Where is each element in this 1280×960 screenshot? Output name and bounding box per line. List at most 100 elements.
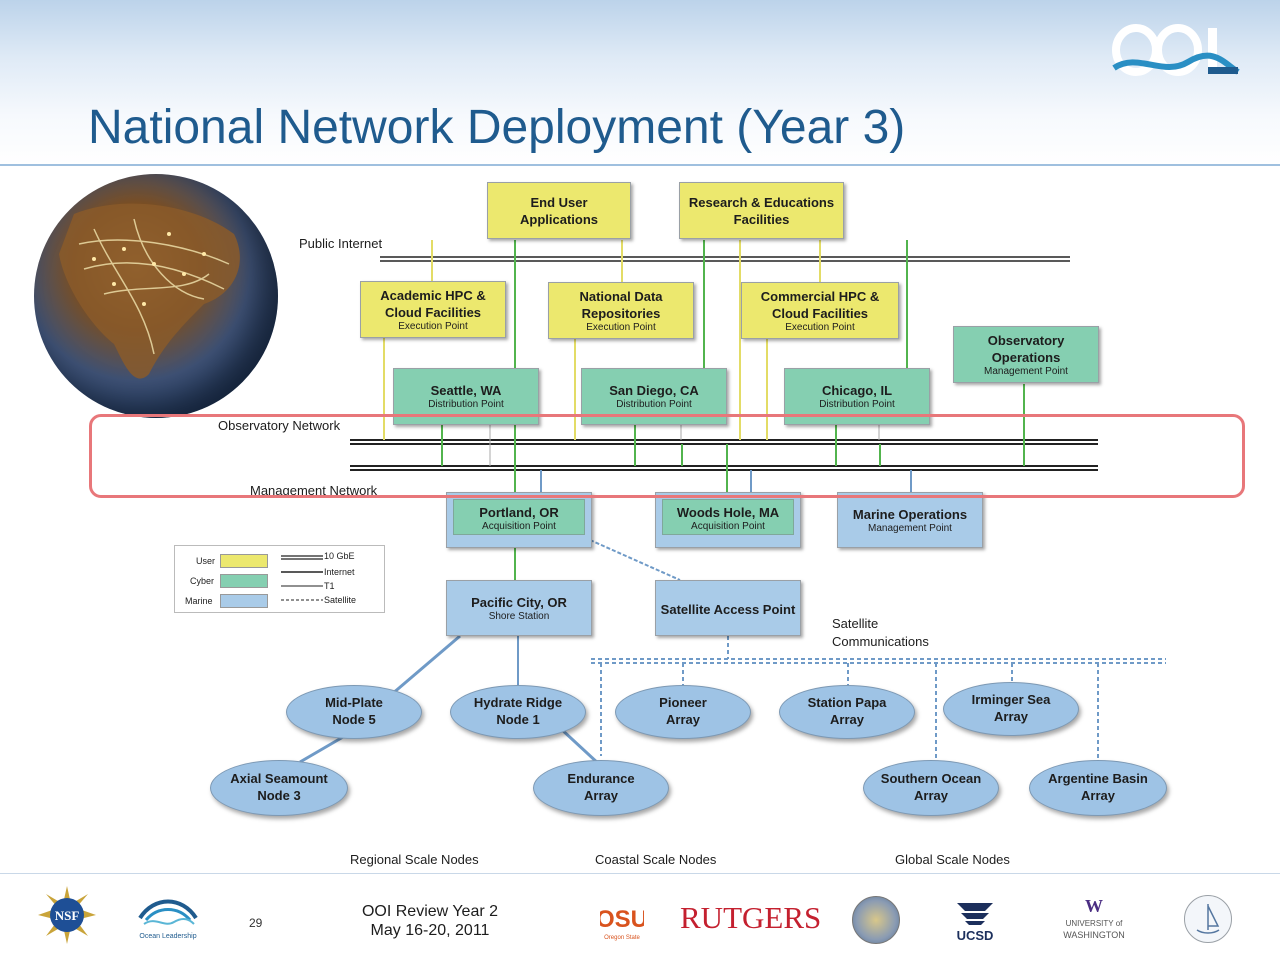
- axial-line2: Node 3: [257, 788, 301, 803]
- end-user-line2: Applications: [519, 212, 598, 227]
- academic-line1: Academic HPC &: [380, 288, 486, 303]
- rutgers-logo: RUTGERS: [680, 900, 822, 935]
- national-data-box: National Data Repositories Execution Poi…: [548, 282, 694, 339]
- argentine-line1: Argentine Basin: [1048, 771, 1148, 786]
- midplate-line1: Mid-Plate: [325, 695, 383, 710]
- nsf-logo: NSF: [38, 886, 96, 944]
- legend-marine-swatch: [220, 594, 268, 608]
- argentine-line2: Array: [1081, 788, 1115, 803]
- academic-hpc-box: Academic HPC & Cloud Facilities Executio…: [360, 281, 506, 338]
- osu-sub-text: Oregon State: [604, 935, 640, 941]
- osu-logo: OSU Oregon State: [596, 897, 648, 943]
- highlight-frame: [89, 414, 1245, 498]
- hydrate-line2: Node 1: [496, 712, 540, 727]
- nsf-text: NSF: [55, 908, 80, 923]
- obs-ops-line2: Operations: [991, 350, 1061, 365]
- observatory-network-label: Observatory Network: [218, 418, 341, 433]
- satcomms-line2: Communications: [832, 634, 929, 649]
- obs-ops-sub: Management Point: [984, 366, 1068, 377]
- pioneer-array: Pioneer Array: [615, 685, 751, 739]
- southern-ocean-array: Southern Ocean Array: [863, 760, 999, 816]
- regional-scale-label: Regional Scale Nodes: [350, 852, 479, 867]
- mid-plate-node: Mid-Plate Node 5: [286, 685, 422, 739]
- woodshole-line1: Woods Hole, MA: [676, 505, 780, 520]
- hydrate-line1: Hydrate Ridge: [473, 695, 563, 710]
- endurance-line1: Endurance: [567, 771, 635, 786]
- portland-inner: Portland, OR Acquisition Point: [453, 499, 585, 535]
- legend-cyber-label: Cyber: [190, 576, 215, 586]
- portland-line1: Portland, OR: [479, 505, 559, 520]
- svg-text:W: W: [1085, 896, 1103, 916]
- satellite-access-point-box: Satellite Access Point: [655, 580, 801, 636]
- irminger-sea-array: Irminger Sea Array: [943, 682, 1079, 736]
- obs-ops-line1: Observatory: [987, 333, 1065, 348]
- academic-line2: Cloud Facilities: [384, 305, 482, 320]
- seattle-sub: Distribution Point: [428, 399, 504, 410]
- ocean-leadership-logo: Ocean Leadership: [134, 894, 202, 942]
- national-line2: Repositories: [581, 306, 661, 321]
- irminger-line1: Irminger Sea: [971, 692, 1051, 707]
- page-title: National Network Deployment (Year 3): [88, 101, 906, 154]
- global-scale-label: Global Scale Nodes: [895, 852, 1010, 867]
- end-user-line1: End User: [530, 195, 588, 210]
- page-number: 29: [249, 916, 263, 930]
- seal-logo: [852, 896, 900, 944]
- chicago-sub: Distribution Point: [819, 399, 895, 410]
- end-user-applications-box: End User Applications: [487, 182, 631, 239]
- research-line1: Research & Educations: [688, 195, 835, 210]
- woodshole-inner: Woods Hole, MA Acquisition Point: [662, 499, 794, 535]
- station-papa-array: Station Papa Array: [779, 685, 915, 739]
- endurance-array: Endurance Array: [533, 760, 669, 816]
- hydrate-ridge-node: Hydrate Ridge Node 1: [450, 685, 586, 739]
- svg-text:UNIVERSITY of: UNIVERSITY of: [1066, 919, 1124, 928]
- footer-line2: May 16-20, 2011: [370, 922, 490, 939]
- irminger-line2: Array: [994, 709, 1028, 724]
- commercial-line1: Commercial HPC &: [760, 289, 880, 304]
- academic-sub: Execution Point: [398, 321, 468, 332]
- national-line1: National Data: [579, 289, 663, 304]
- ucsd-logo: UCSD: [945, 895, 1005, 943]
- woods-hole-box: Woods Hole, MA Acquisition Point: [655, 492, 801, 548]
- header-band: [0, 0, 1280, 165]
- chicago-line1: Chicago, IL: [821, 383, 893, 398]
- legend-10gbe: 10 GbE: [324, 551, 355, 561]
- portland-box: Portland, OR Acquisition Point: [446, 492, 592, 548]
- pacific-city-box: Pacific City, OR Shore Station: [446, 580, 592, 636]
- management-network-label: Management Network: [250, 483, 378, 498]
- footer-line1: OOI Review Year 2: [361, 903, 499, 920]
- globe-image: [34, 174, 278, 418]
- argentine-basin-array: Argentine Basin Array: [1029, 760, 1167, 816]
- ocean-leadership-text: Ocean Leadership: [139, 933, 196, 940]
- marineops-sub: Management Point: [868, 523, 952, 534]
- satellite-communications-label: Satellite Communications: [832, 615, 929, 651]
- legend-line-samples: [281, 555, 323, 601]
- coastal-scale-label: Coastal Scale Nodes: [595, 852, 717, 867]
- satellite-line1: Satellite Access Point: [660, 602, 796, 617]
- svg-text:WASHINGTON: WASHINGTON: [1063, 930, 1125, 940]
- portland-sub: Acquisition Point: [482, 521, 556, 532]
- pioneer-line1: Pioneer: [659, 695, 707, 710]
- sandiego-line1: San Diego, CA: [609, 383, 699, 398]
- southern-line1: Southern Ocean: [880, 771, 982, 786]
- legend: User Cyber Marine 10 GbE Internet T1 Sat…: [174, 545, 385, 613]
- osu-text: OSU: [600, 906, 644, 933]
- legend-cyber-swatch: [220, 574, 268, 588]
- axial-seamount-node: Axial Seamount Node 3: [210, 760, 348, 816]
- footer-divider: [0, 873, 1280, 874]
- national-sub: Execution Point: [586, 322, 656, 333]
- uw-logo: W UNIVERSITY of WASHINGTON: [1048, 894, 1140, 942]
- legend-satellite: Satellite: [324, 595, 357, 605]
- stationpapa-line1: Station Papa: [807, 695, 887, 710]
- stationpapa-line2: Array: [830, 712, 864, 727]
- legend-marine-label: Marine: [185, 596, 213, 606]
- ucsd-text: UCSD: [957, 928, 994, 943]
- research-facilities-box: Research & Educations Facilities: [679, 182, 844, 239]
- header-divider: [0, 164, 1280, 166]
- woodshole-sub: Acquisition Point: [691, 521, 765, 532]
- sandiego-sub: Distribution Point: [616, 399, 692, 410]
- pacificcity-sub: Shore Station: [488, 611, 550, 622]
- seattle-line1: Seattle, WA: [430, 383, 502, 398]
- southern-line2: Array: [914, 788, 948, 803]
- research-line2: Facilities: [733, 212, 790, 227]
